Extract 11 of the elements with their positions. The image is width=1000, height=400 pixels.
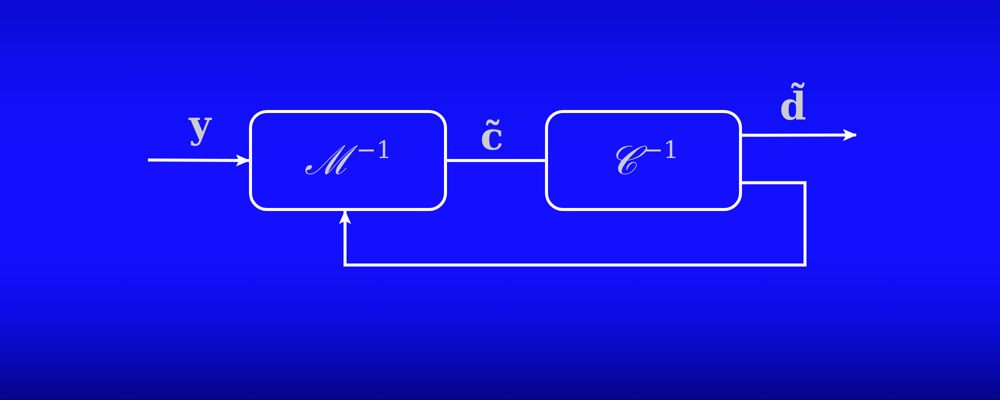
feedback-arrow [339,181,806,266]
block-label: ℳ$^{−1}$ [303,134,393,186]
edge-label: d̃ [778,81,808,130]
process-block [545,110,742,211]
signal-arrow [742,129,857,142]
edge-label: y [188,100,213,148]
process-block [249,110,447,211]
connector-line [447,159,545,162]
edge-label: c̃ [479,112,505,160]
signal-arrow [148,154,250,166]
block-label: 𝒞$^{−1}$ [607,134,680,186]
